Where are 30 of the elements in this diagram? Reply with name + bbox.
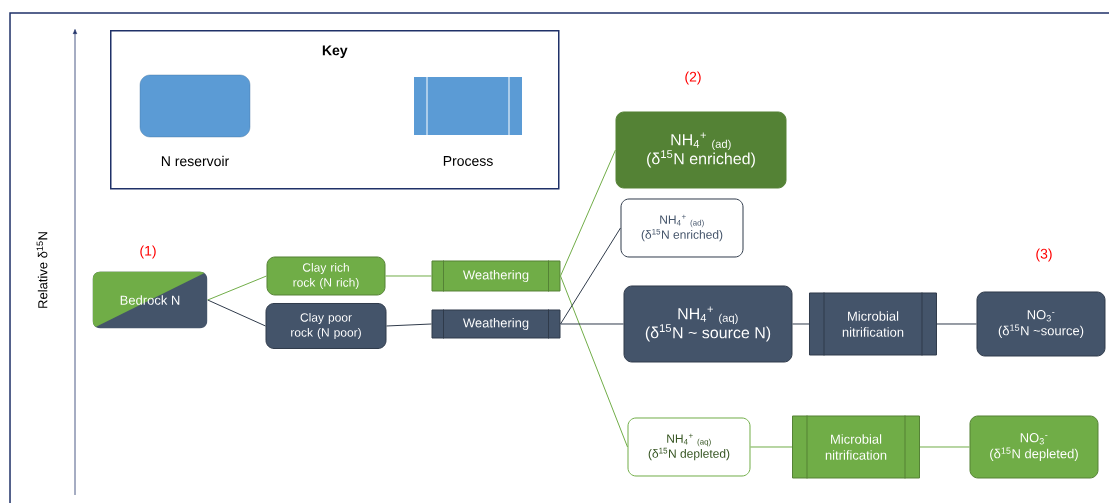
callout-number: (3) [1036,248,1052,262]
connector-line [207,275,267,301]
connector-line [207,299,266,327]
reservoir-box: Clay rich rock (N rich) [266,256,386,296]
connector-line [919,446,970,448]
connector-line [750,446,793,448]
reservoir-box: NO$_{3}$- (δ$^{15}$N depleted) [969,415,1099,479]
legend-item: Process [414,76,522,166]
connector-line [560,323,624,325]
reservoir-box: NH$_{4}$+ (aq) (δ$^{15}$N ~ source N) [623,285,793,363]
connector-line [386,323,432,327]
process-box: Microbial nitrification [792,415,920,479]
axis-label: Relative δ$^{15}$N [36,232,48,308]
reservoir-box: Clay poor rock (N poor) [265,303,387,349]
connector-line [560,149,616,277]
process-box: Weathering [431,260,561,292]
reservoir-box: NO$_{3}$- (δ$^{15}$N ~source) [976,291,1106,357]
reservoir-box: Bedrock N [92,271,208,329]
connector-line [936,323,977,325]
legend-item: N reservoir [139,74,251,167]
reservoir-box: NH$_{4}$+ (ad) (δ$^{15}$N enriched) [615,111,787,189]
process-box: Microbial nitrification [809,292,937,356]
reservoir-box: NH$_{4}$+ (ad) (δ$^{15}$N enriched) [620,198,744,258]
connector-line [792,323,810,325]
connector-line [560,275,628,448]
reservoir-box: NH$_{4}$+ (aq) (δ$^{15}$N depleted) [627,417,751,477]
connector-line [560,227,621,325]
callout-number: (2) [685,71,701,85]
process-box: Weathering [431,309,561,339]
connector-line [385,275,432,277]
